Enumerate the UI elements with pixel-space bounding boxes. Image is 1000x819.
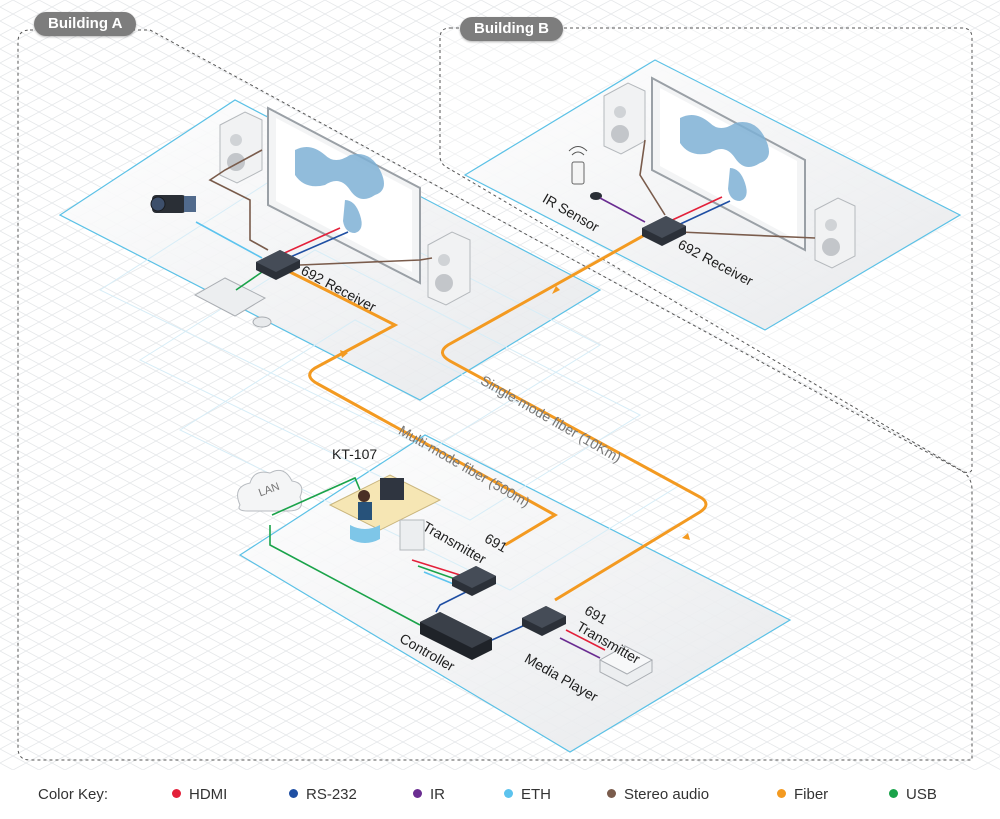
- usb-swatch: [889, 789, 898, 798]
- building-a-tag: Building A: [34, 12, 137, 36]
- ir-sensor-device: [590, 192, 602, 200]
- floor-building-a-upper: [58, 99, 602, 401]
- diagram-canvas: [0, 0, 1000, 770]
- fiber-arrow: [340, 350, 348, 358]
- building-a-outline: [17, 29, 973, 761]
- legend-item-usb: USB: [889, 786, 937, 803]
- video-wall-b: [651, 76, 806, 252]
- hdmi-line-t2: [565, 629, 606, 651]
- speaker-a-right: [427, 231, 471, 306]
- video-wall-a: [267, 106, 421, 285]
- rs232-line-t1: [435, 589, 471, 613]
- lan-line-to-kt107: [271, 476, 361, 516]
- transmitter-691-a: [452, 566, 496, 596]
- hdmi-line-b: [667, 196, 723, 223]
- ir-swatch: [413, 789, 422, 798]
- legend-item-eth: ETH: [504, 786, 551, 803]
- building-b-tag: Building B: [460, 17, 563, 41]
- receiver-692-b: [642, 216, 686, 246]
- fiber-arrow: [682, 533, 690, 540]
- lan-cloud: [237, 469, 303, 512]
- camcorder: [150, 195, 196, 213]
- ir-remote: [568, 146, 588, 185]
- kt107-label: KT-107: [332, 446, 378, 462]
- rs232-line-t2: [491, 624, 526, 641]
- legend-label-fiber: Fiber: [794, 786, 829, 803]
- hdmi-swatch: [172, 789, 181, 798]
- rs232-swatch: [289, 789, 298, 798]
- audio-line-a-left: [208, 149, 269, 251]
- receiver-692-a: [256, 250, 300, 280]
- audio-line-b-right: [679, 231, 816, 239]
- keyboard-and-mouse: [193, 277, 272, 328]
- legend-label-hdmi: HDMI: [189, 786, 228, 803]
- ir-line-b: [599, 197, 646, 223]
- usb-line-t1: [417, 565, 459, 581]
- fiber-arrow: [552, 286, 560, 294]
- hdmi-line-t1: [411, 559, 461, 576]
- color-key-title: Color Key:: [38, 786, 109, 803]
- hdmi-line-a: [279, 227, 341, 256]
- floor-ghost-2: [138, 249, 642, 521]
- singlemode-fiber-line: [441, 230, 708, 602]
- legend-label-ir: IR: [430, 786, 445, 803]
- legend-item-stereo-audio: Stereo audio: [607, 786, 709, 803]
- legend-label-rs232: RS-232: [306, 786, 357, 803]
- rs232-line-a: [287, 231, 349, 259]
- audio-line-a-right: [299, 257, 433, 266]
- legend-item-fiber: Fiber: [777, 786, 828, 803]
- color-key-legend: Color Key: HDMI RS-232 IR ETH Stereo aud…: [0, 770, 1000, 819]
- legend-label-eth: ETH: [521, 786, 551, 803]
- legend-item-hdmi: HDMI: [172, 786, 227, 803]
- usb-line-a: [235, 271, 263, 291]
- legend-label-usb: USB: [906, 786, 937, 803]
- lan-line-to-controller: [269, 525, 421, 626]
- legend-item-rs232: RS-232: [289, 786, 357, 803]
- speaker-b-right: [814, 197, 856, 269]
- rs232-line-b: [675, 200, 731, 227]
- fiber-swatch: [777, 789, 786, 798]
- multimode-fiber-line: [289, 270, 559, 547]
- eth-line-a: [195, 221, 263, 259]
- media-player-device: [598, 645, 654, 687]
- workstation-desk: [328, 474, 442, 551]
- ir-line-t2: [559, 637, 601, 659]
- controller-device: [420, 612, 492, 660]
- eth-swatch: [504, 789, 513, 798]
- audio-line-b-left: [639, 139, 666, 216]
- floor-ghost-1: [98, 177, 602, 451]
- stereo-audio-swatch: [607, 789, 616, 798]
- eth-line-t1: [423, 571, 457, 586]
- legend-label-stereo-audio: Stereo audio: [624, 786, 710, 803]
- speaker-a-left: [219, 111, 263, 184]
- transmitter-691-b: [522, 606, 566, 636]
- speaker-b-left: [603, 82, 646, 155]
- legend-item-ir: IR: [413, 786, 445, 803]
